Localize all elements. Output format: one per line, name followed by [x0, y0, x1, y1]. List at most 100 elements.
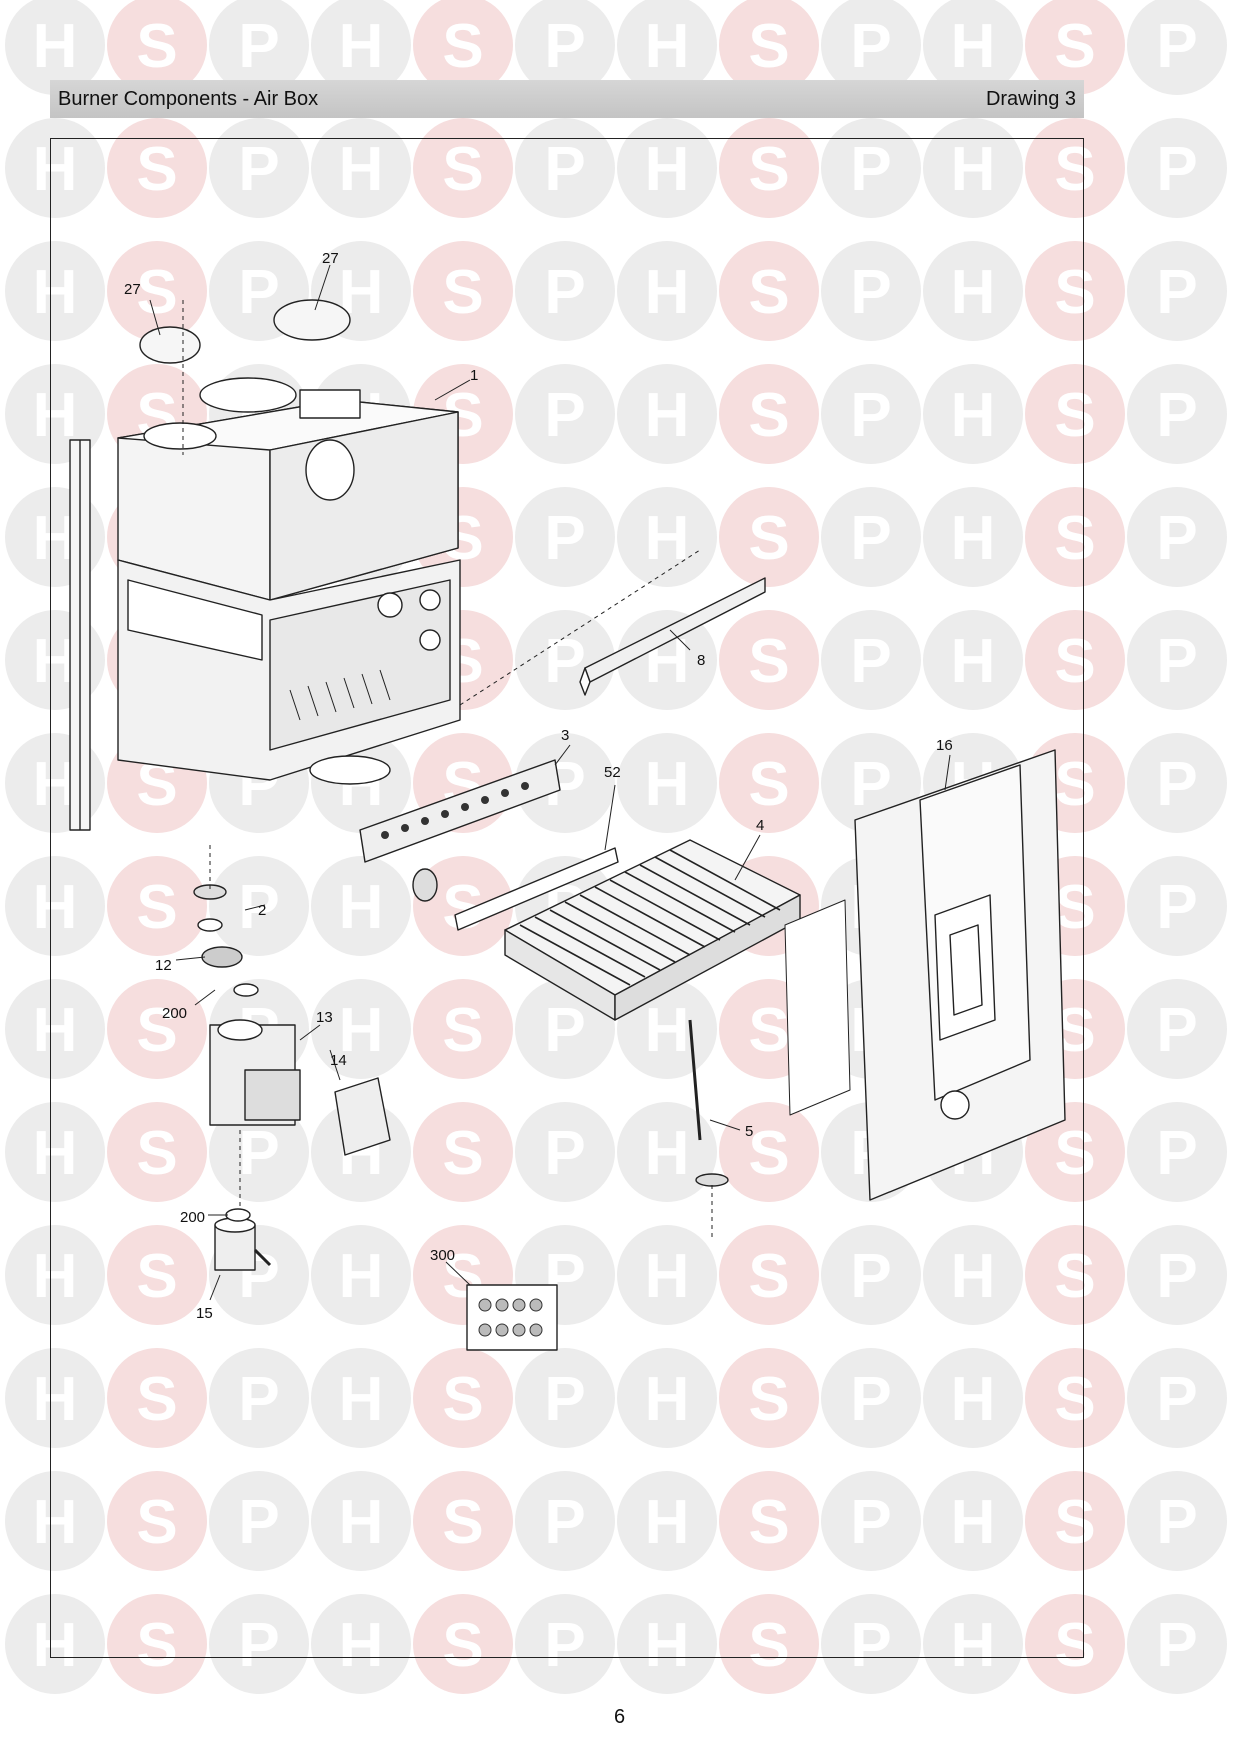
callout-14: 14	[330, 1052, 347, 1069]
watermark-letter: H	[951, 1365, 996, 1434]
watermark-circle	[617, 1348, 717, 1448]
watermark-letter: S	[136, 1242, 177, 1311]
watermark-letter: P	[238, 1365, 279, 1434]
mounting-rail	[69, 439, 91, 831]
bracket-part-8	[459, 549, 766, 706]
watermark-letter: P	[238, 12, 279, 81]
watermark-letter: P	[1156, 504, 1197, 573]
watermark-letter: S	[442, 258, 483, 327]
watermark-letter: P	[544, 504, 585, 573]
watermark-letter: P	[544, 1365, 585, 1434]
watermark-circle	[311, 0, 411, 95]
watermark-letter: H	[951, 381, 996, 450]
watermark-circle	[1127, 610, 1227, 710]
watermark-letter: H	[645, 12, 690, 81]
watermark-letter: H	[339, 1488, 384, 1557]
watermark-letter: H	[951, 627, 996, 696]
watermark-circle	[1127, 487, 1227, 587]
watermark-circle	[617, 364, 717, 464]
watermark-circle	[1025, 610, 1125, 710]
watermark-circle	[413, 979, 513, 1079]
callout-27a: 27	[124, 281, 141, 298]
watermark-circle	[923, 118, 1023, 218]
watermark-letter: P	[544, 258, 585, 327]
watermark-letter: S	[442, 1488, 483, 1557]
manifold-part-3	[359, 759, 561, 902]
watermark-circle	[413, 1348, 513, 1448]
watermark-letter: S	[1054, 1611, 1095, 1680]
watermark-circle	[515, 1594, 615, 1694]
watermark-letter: H	[33, 12, 78, 81]
watermark-letter: P	[1156, 12, 1197, 81]
watermark-letter: H	[33, 258, 78, 327]
watermark-letter: H	[645, 1488, 690, 1557]
watermark-circle	[617, 1102, 717, 1202]
watermark-letter: H	[339, 1365, 384, 1434]
watermark-letter: S	[748, 135, 789, 204]
watermark-circle	[5, 1348, 105, 1448]
watermark-letter: H	[339, 996, 384, 1065]
front-panel-part-16	[784, 749, 1066, 1201]
watermark-circle	[821, 610, 921, 710]
watermark-letter: P	[544, 381, 585, 450]
watermark-circle	[923, 1471, 1023, 1571]
watermark-letter: S	[748, 12, 789, 81]
watermark-circle	[5, 118, 105, 218]
watermark-circle	[1025, 1594, 1125, 1694]
watermark-letter: P	[850, 504, 891, 573]
watermark-letter: S	[1054, 1242, 1095, 1311]
watermark-letter: S	[1054, 258, 1095, 327]
drawing-frame	[50, 138, 1084, 1658]
watermark-letter: P	[850, 627, 891, 696]
watermark-letter: P	[238, 258, 279, 327]
watermark-letter: H	[951, 12, 996, 81]
watermark-circle	[515, 1102, 615, 1202]
watermark-circle	[719, 1102, 819, 1202]
watermark-letter: P	[1156, 258, 1197, 327]
watermark-letter: P	[850, 381, 891, 450]
watermark-circle	[821, 364, 921, 464]
watermark-circle	[107, 1102, 207, 1202]
drawing-number: Drawing 3	[985, 87, 1076, 110]
watermark-letter: S	[442, 135, 483, 204]
watermark-circle	[311, 1594, 411, 1694]
callout-16: 16	[936, 737, 953, 754]
watermark-letter: P	[850, 1365, 891, 1434]
watermark-letter: S	[748, 627, 789, 696]
watermark-circle	[1025, 487, 1125, 587]
watermark-circle	[515, 241, 615, 341]
watermark-letter: P	[544, 627, 585, 696]
callout-52: 52	[604, 764, 621, 781]
watermark-letter: H	[339, 135, 384, 204]
watermark-circle	[719, 364, 819, 464]
watermark-circle	[821, 487, 921, 587]
watermark-letter: H	[645, 996, 690, 1065]
watermark-circle	[5, 1102, 105, 1202]
watermark-letter: H	[33, 1242, 78, 1311]
callout-labels: 27 27 1 8 3 52 16 4 2 12 200 13 14 5 200…	[124, 250, 953, 1322]
injector-strip-part-52	[454, 847, 619, 931]
watermark-letter: P	[850, 258, 891, 327]
watermark-circle	[1025, 1348, 1125, 1448]
watermark-circle	[1025, 241, 1125, 341]
watermark-circle	[617, 1471, 717, 1571]
watermark-circle	[1025, 364, 1125, 464]
watermark-circle	[1127, 118, 1227, 218]
watermark-circle	[923, 610, 1023, 710]
watermark-circle	[821, 1348, 921, 1448]
watermark-letter: H	[339, 1611, 384, 1680]
watermark-letter: S	[748, 1242, 789, 1311]
combustion-chamber	[117, 559, 461, 785]
watermark-circle	[515, 1348, 615, 1448]
watermark-letter: H	[645, 750, 690, 819]
watermark-letter: S	[748, 750, 789, 819]
callout-2: 2	[258, 902, 266, 919]
watermark-letter: P	[1156, 381, 1197, 450]
watermark-letter: P	[1156, 873, 1197, 942]
watermark-circle	[719, 487, 819, 587]
watermark-circle	[821, 241, 921, 341]
watermark-circle	[413, 118, 513, 218]
watermark-letter: S	[136, 135, 177, 204]
watermark-letter: H	[33, 873, 78, 942]
callout-8: 8	[697, 652, 705, 669]
